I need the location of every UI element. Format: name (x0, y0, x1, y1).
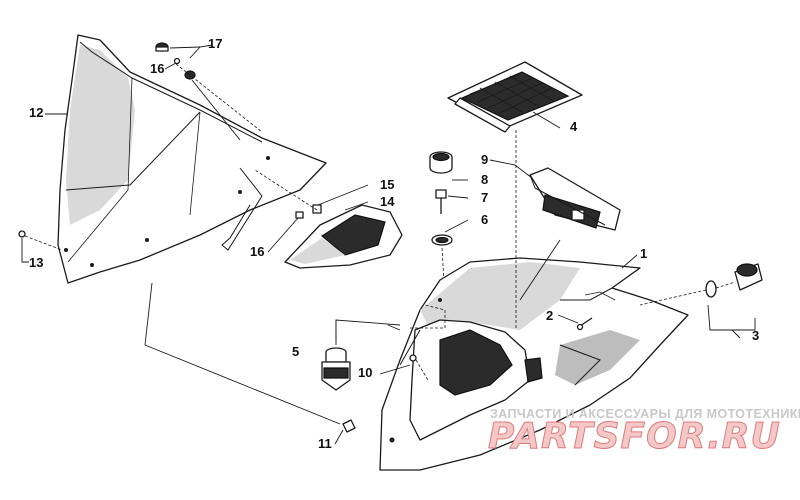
callouts: 1 2 3 4 5 6 7 8 9 10 11 12 13 14 15 16 1… (29, 36, 759, 451)
cap-part-8 (429, 151, 453, 174)
callout-5: 5 (292, 344, 299, 359)
screw-part-11 (342, 419, 356, 433)
callout-12: 12 (29, 105, 43, 120)
callout-14: 14 (380, 194, 395, 209)
callout-16-top: 16 (150, 61, 164, 76)
callout-1: 1 (640, 246, 647, 261)
hood-part-1 (379, 257, 689, 471)
callout-9: 9 (481, 152, 488, 167)
ring-part-6 (431, 234, 453, 316)
screw-part-13 (18, 230, 63, 251)
callout-3: 3 (752, 328, 759, 343)
callout-10: 10 (358, 365, 372, 380)
windshield-part-12 (57, 34, 327, 284)
screw-part-10 (409, 354, 429, 381)
mirror-part-14 (254, 169, 403, 269)
callout-16-bottom: 16 (250, 244, 264, 259)
callout-17: 17 (208, 36, 222, 51)
leader-lines (21, 44, 756, 445)
socket-part-5 (321, 347, 351, 391)
switch-box-part-9 (529, 167, 621, 231)
callout-15: 15 (380, 177, 394, 192)
watermark-tagline: ЗАПЧАСТИ И АКСЕССУАРЫ ДЛЯ МОТОТЕХНИКИ (490, 407, 800, 421)
watermark: ЗАПЧАСТИ И АКСЕССУАРЫ ДЛЯ МОТОТЕХНИКИ PA… (488, 407, 800, 458)
callout-7: 7 (481, 190, 488, 205)
callout-8: 8 (481, 172, 488, 187)
watermark-brand: PARTSFOR.RU (488, 416, 781, 457)
callout-13: 13 (29, 255, 43, 270)
callout-2: 2 (546, 308, 553, 323)
callout-6: 6 (481, 212, 488, 227)
callout-4: 4 (570, 119, 578, 134)
callout-11: 11 (318, 436, 332, 451)
net-basket-part-4 (447, 61, 583, 133)
screw-part-2 (576, 317, 593, 331)
gauge-part-3 (639, 263, 763, 306)
key-part-7 (435, 189, 447, 214)
